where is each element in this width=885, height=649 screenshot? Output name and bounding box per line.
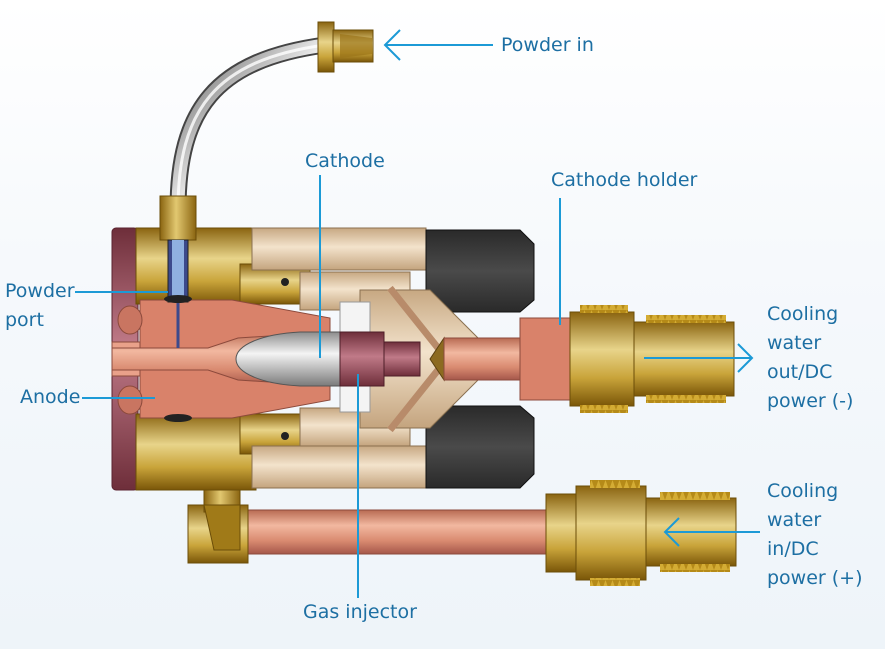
leader-lines [75, 29, 760, 598]
powder-inlet-fitting [317, 21, 374, 73]
label-cathode-holder: Cathode holder [551, 169, 698, 191]
cathode-holder-tube [429, 305, 735, 413]
label-cooling-in: Cooling water in/DC power (+) [767, 480, 863, 589]
o-ring [281, 278, 289, 286]
o-ring [281, 432, 289, 440]
label-powder-port: Powder port [5, 280, 75, 331]
cathode-connector [339, 331, 421, 387]
label-gas-injector: Gas injector [303, 601, 417, 623]
label-cathode: Cathode [305, 150, 385, 172]
arrow-cooling-out [737, 343, 754, 373]
powder-hose [169, 36, 327, 211]
beige-housing [251, 227, 427, 489]
label-powder-in: Powder in [501, 34, 594, 56]
powder-port-channel [159, 195, 197, 422]
label-cooling-out: Cooling water out/DC power (-) [767, 303, 854, 412]
arrow-cooling-in [663, 517, 680, 547]
gas-channels [387, 285, 441, 433]
label-anode: Anode [20, 386, 81, 408]
water-inlet-tube [239, 480, 737, 586]
arrow-powder-in [383, 29, 401, 61]
